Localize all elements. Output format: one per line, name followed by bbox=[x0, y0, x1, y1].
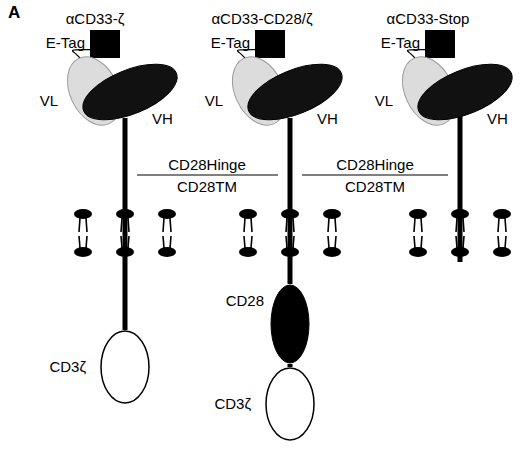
domain-ellipse bbox=[266, 368, 314, 440]
domain-label: E-Tag bbox=[211, 34, 250, 51]
panel-letter: A bbox=[8, 4, 20, 21]
tag-box: E-Tag bbox=[90, 30, 120, 58]
domain-ellipse bbox=[240, 53, 349, 131]
construct-title: αCD33-Stop bbox=[387, 10, 470, 27]
domain-label: E-Tag bbox=[381, 34, 420, 51]
lipid-symbol bbox=[323, 209, 341, 257]
domain-label: CD28TM bbox=[345, 178, 405, 195]
construct-title: αCD33-CD28/ζ bbox=[211, 10, 312, 27]
domain-label: VL bbox=[205, 92, 223, 109]
domain-label: CD3ζ bbox=[49, 358, 86, 375]
truncated-stalk bbox=[458, 116, 463, 262]
tag-box: E-Tag bbox=[255, 30, 285, 58]
heavy-chain-ellipse: VH bbox=[78, 66, 182, 118]
costim-domain: CD28 bbox=[270, 284, 310, 364]
lipid-symbol bbox=[409, 209, 427, 257]
lipid-symbol bbox=[74, 209, 92, 257]
leader-line bbox=[302, 175, 448, 176]
tag-box: E-Tag bbox=[425, 30, 455, 58]
heavy-chain-ellipse: VH bbox=[413, 66, 517, 118]
domain-label: CD3ζ bbox=[214, 395, 251, 412]
lipid-symbol bbox=[493, 209, 511, 257]
receptor-stalk bbox=[123, 118, 128, 330]
receptor-stalk bbox=[288, 118, 293, 284]
shape-outline bbox=[270, 284, 310, 364]
domain-ellipse bbox=[75, 53, 184, 131]
lipid-symbol bbox=[239, 209, 257, 257]
shape-outline bbox=[100, 330, 150, 404]
receptor-stalk bbox=[288, 364, 293, 367]
domain-label: CD28TM bbox=[177, 178, 237, 195]
domain-label: CD28 bbox=[226, 292, 264, 309]
domain-label: CD28Hinge bbox=[168, 156, 246, 173]
leader-line bbox=[137, 175, 278, 176]
domain-ellipse bbox=[101, 331, 149, 403]
signaling-domain: CD3ζ bbox=[265, 367, 315, 441]
domain-label: VL bbox=[40, 92, 58, 109]
domain-ellipse bbox=[271, 285, 309, 363]
domain-label: VH bbox=[152, 110, 173, 127]
domain-label: E-Tag bbox=[46, 34, 85, 51]
signaling-domain: CD3ζ bbox=[100, 330, 150, 404]
shape-outline bbox=[265, 367, 315, 441]
lipid-symbol bbox=[158, 209, 176, 257]
domain-label: CD28Hinge bbox=[336, 156, 414, 173]
domain-label: VL bbox=[375, 92, 393, 109]
domain-label: VH bbox=[487, 110, 508, 127]
construct-title: αCD33-ζ bbox=[66, 10, 125, 27]
domain-label: VH bbox=[317, 110, 338, 127]
heavy-chain-ellipse: VH bbox=[243, 66, 347, 118]
domain-ellipse bbox=[410, 53, 519, 131]
